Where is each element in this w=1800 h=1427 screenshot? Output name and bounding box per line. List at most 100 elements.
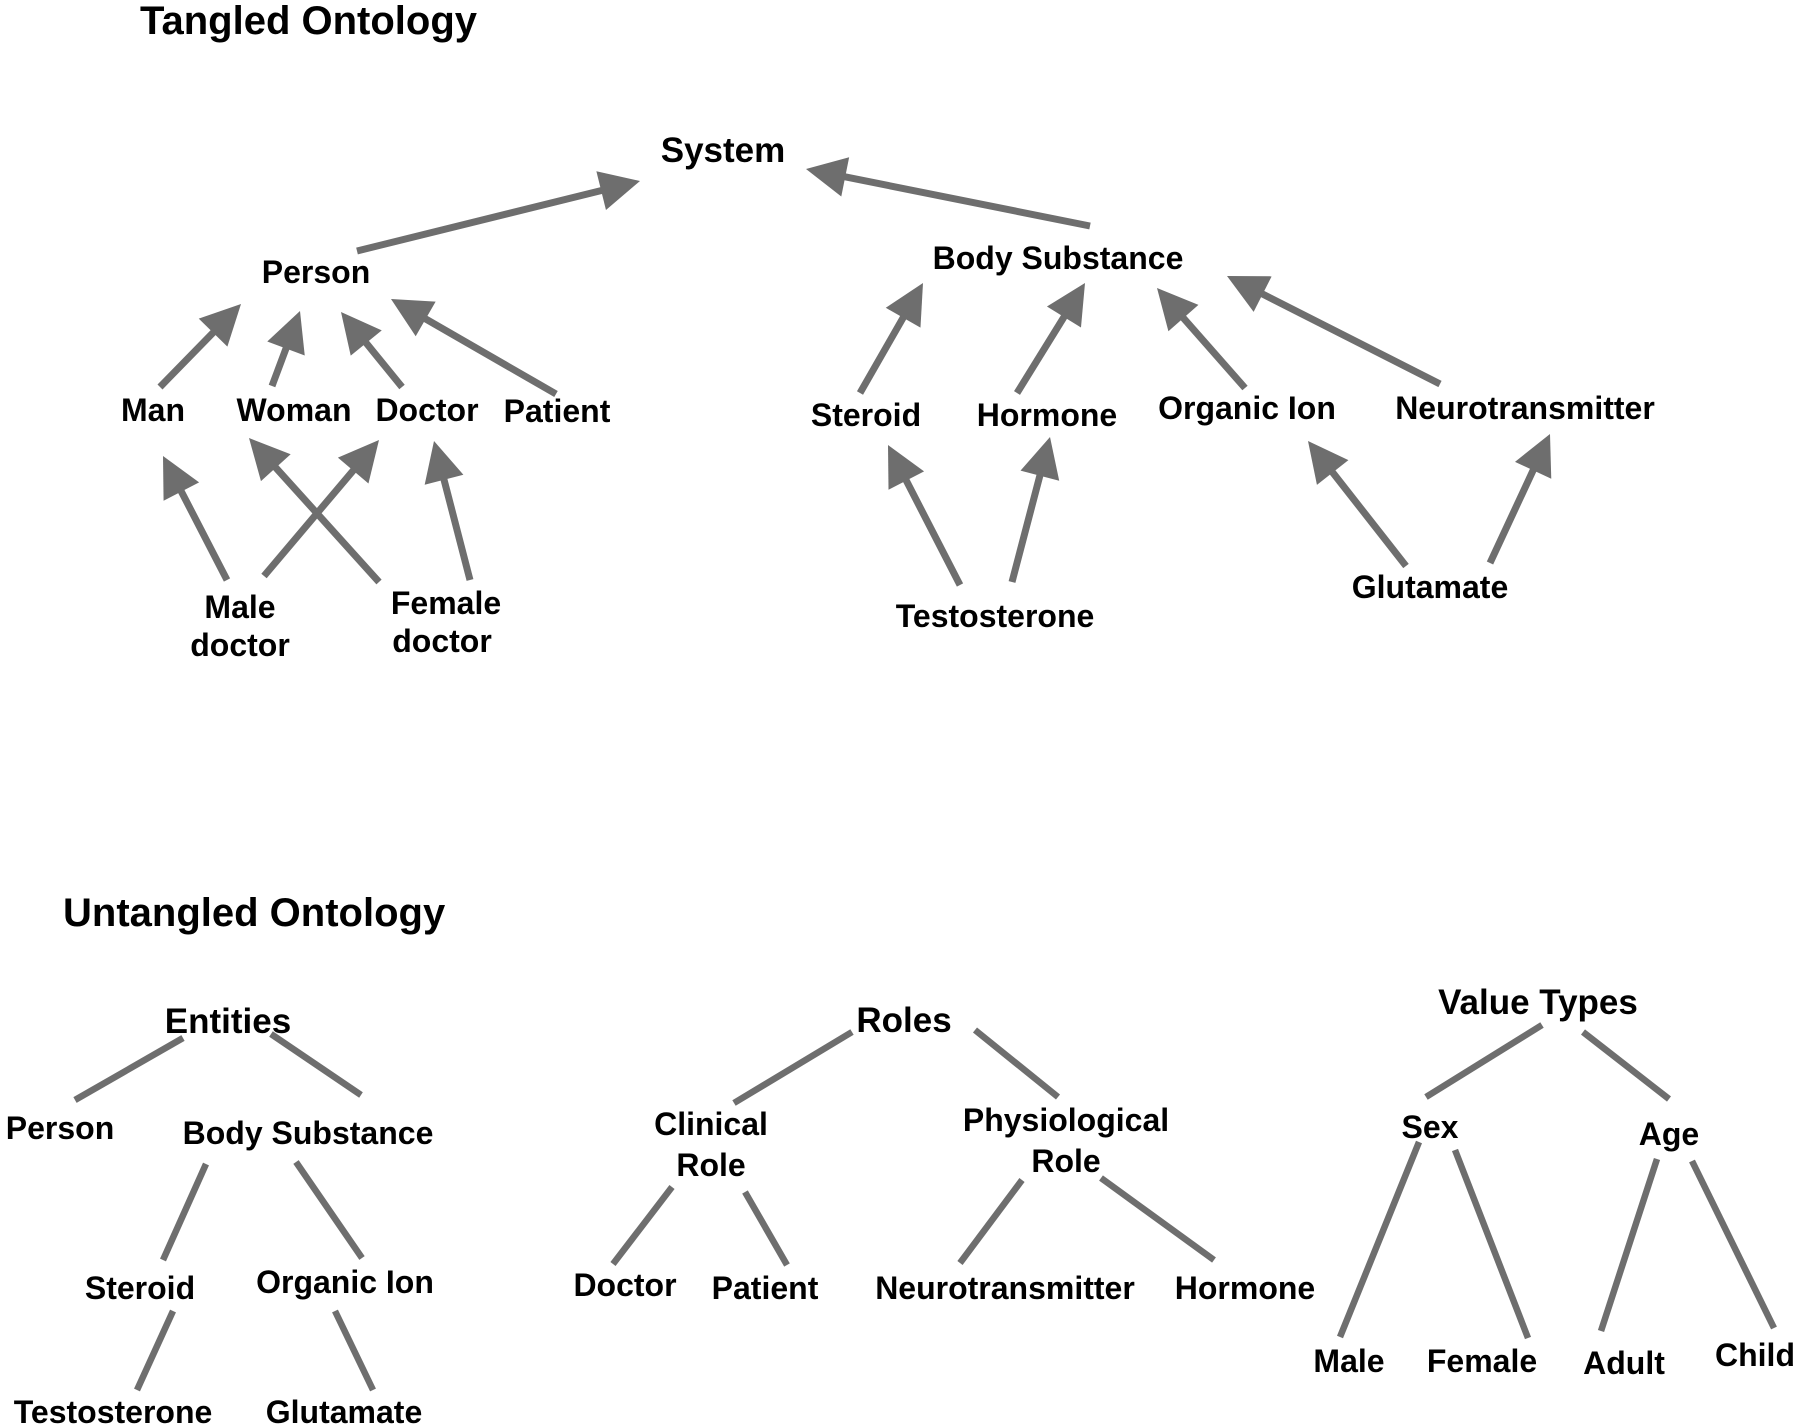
untangled-lines xyxy=(73,1022,1777,1392)
node-glutamate: Glutamate xyxy=(1352,569,1508,605)
arrow-shaft xyxy=(439,474,474,581)
arrow-shaft xyxy=(1178,312,1248,391)
node-neurotransmitter: Neurotransmitter xyxy=(875,1270,1135,1306)
line-age-to-child xyxy=(1689,1159,1777,1330)
arrow-testosterone-to-steroid xyxy=(888,445,964,587)
arrow-head-icon xyxy=(1157,288,1199,332)
arrow-shaft xyxy=(268,343,291,388)
arrow-shaft xyxy=(1327,467,1409,569)
node-physiological-role-line1: Physiological xyxy=(963,1102,1169,1138)
arrow-person-to-system xyxy=(356,171,640,255)
arrow-female-doctor-to-doctor xyxy=(424,441,474,581)
arrow-man-to-person xyxy=(157,304,241,390)
node-glutamate: Glutamate xyxy=(266,1394,422,1427)
node-physiological-role-line2: Role xyxy=(1031,1143,1100,1179)
node-entities: Entities xyxy=(165,1002,291,1041)
node-female: Female xyxy=(1427,1343,1537,1379)
node-testosterone: Testosterone xyxy=(14,1394,213,1427)
node-patient: Patient xyxy=(712,1270,819,1306)
node-steroid: Steroid xyxy=(811,397,921,433)
line-value-types-to-age xyxy=(1581,1029,1671,1102)
arrow-head-icon xyxy=(1020,437,1060,481)
node-female-doctor-line1: Female xyxy=(391,585,501,621)
entities-tree: Entities Person Body Substance Steroid O… xyxy=(6,1002,434,1427)
arrow-head-icon xyxy=(249,438,291,482)
node-hormone: Hormone xyxy=(1175,1270,1315,1306)
node-male: Male xyxy=(1313,1343,1384,1379)
arrow-shaft xyxy=(261,465,359,579)
arrow-glutamate-to-organic-ion xyxy=(1308,441,1409,569)
arrow-head-icon xyxy=(1514,434,1552,479)
node-clinical-role-line1: Clinical xyxy=(654,1106,768,1142)
line-clinical-role-to-doctor xyxy=(610,1185,675,1266)
node-man: Man xyxy=(121,392,185,428)
node-body-substance: Body Substance xyxy=(183,1115,434,1151)
node-patient: Patient xyxy=(504,393,611,429)
node-male-doctor-line2: doctor xyxy=(190,627,290,663)
arrow-male-doctor-to-doctor xyxy=(261,440,379,579)
tangled-ontology-title: Tangled Ontology xyxy=(140,0,478,43)
arrow-woman-to-person xyxy=(267,311,305,388)
node-value-types: Value Types xyxy=(1438,983,1638,1022)
line-sex-to-female xyxy=(1451,1148,1532,1340)
node-person: Person xyxy=(6,1110,114,1146)
arrow-head-icon xyxy=(337,440,379,484)
arrow-head-icon xyxy=(888,445,925,490)
line-steroid-to-testosterone xyxy=(134,1309,176,1392)
arrow-glutamate-to-neurotransmitter xyxy=(1486,434,1552,565)
line-roles-to-clinical-role xyxy=(732,1029,854,1106)
arrow-shaft xyxy=(1257,289,1442,388)
node-neurotransmitter: Neurotransmitter xyxy=(1395,390,1655,426)
line-body-substance-to-organic-ion xyxy=(293,1160,365,1260)
node-organic-ion: Organic Ion xyxy=(1158,390,1336,426)
arrow-female-doctor-to-woman xyxy=(249,438,382,585)
node-organic-ion: Organic Ion xyxy=(256,1264,434,1300)
arrow-shaft xyxy=(270,462,382,585)
tangled-edges xyxy=(157,157,1552,587)
node-testosterone: Testosterone xyxy=(896,598,1095,634)
arrow-organic-ion-to-body-substance xyxy=(1157,288,1248,391)
arrow-shaft xyxy=(901,475,964,587)
arrow-shaft xyxy=(1008,470,1045,583)
line-physiological-role-to-neurotransmitter xyxy=(957,1178,1025,1265)
arrow-head-icon xyxy=(163,456,200,501)
untangled-ontology-section: Untangled Ontology Entities Person Body … xyxy=(6,891,1795,1427)
line-entities-to-person xyxy=(73,1035,185,1103)
line-age-to-adult xyxy=(1597,1157,1661,1333)
node-age: Age xyxy=(1639,1116,1699,1152)
line-physiological-role-to-hormone xyxy=(1099,1175,1216,1263)
node-clinical-role-line2: Role xyxy=(676,1147,745,1183)
arrow-head-icon xyxy=(806,157,850,197)
roles-tree: Roles Clinical Role Physiological Role D… xyxy=(573,1001,1315,1306)
node-person: Person xyxy=(262,254,370,290)
arrow-shaft xyxy=(856,312,909,395)
arrow-doctor-to-person xyxy=(341,312,405,390)
node-doctor: Doctor xyxy=(375,392,478,428)
arrow-shaft xyxy=(157,327,219,390)
node-woman: Woman xyxy=(237,392,352,428)
arrow-head-icon xyxy=(424,441,464,485)
node-child: Child xyxy=(1715,1337,1795,1373)
line-organic-ion-to-glutamate xyxy=(332,1309,376,1392)
node-system: System xyxy=(661,131,786,170)
arrow-hormone-to-body-substance xyxy=(1014,283,1085,395)
arrow-testosterone-to-hormone xyxy=(1008,437,1060,583)
arrow-shaft xyxy=(1486,465,1538,565)
arrow-shaft xyxy=(840,172,1091,230)
node-male-doctor-line1: Male xyxy=(204,589,275,625)
arrow-head-icon xyxy=(596,171,640,211)
arrow-patient-to-person xyxy=(391,299,558,398)
line-body-substance-to-steroid xyxy=(160,1162,209,1262)
arrow-head-icon xyxy=(198,304,241,347)
line-value-types-to-sex xyxy=(1424,1022,1544,1100)
arrow-head-icon xyxy=(1046,283,1085,328)
line-clinical-role-to-patient xyxy=(742,1190,790,1267)
line-entities-to-body-substance xyxy=(269,1031,363,1098)
arrow-neurotransmitter-to-body-substance xyxy=(1227,276,1442,388)
arrow-shaft xyxy=(420,313,558,398)
arrow-steroid-to-body-substance xyxy=(856,283,923,395)
node-hormone: Hormone xyxy=(977,397,1117,433)
node-sex: Sex xyxy=(1402,1109,1459,1145)
tangled-ontology-section: Tangled Ontology System Person Body Subs… xyxy=(121,0,1655,663)
